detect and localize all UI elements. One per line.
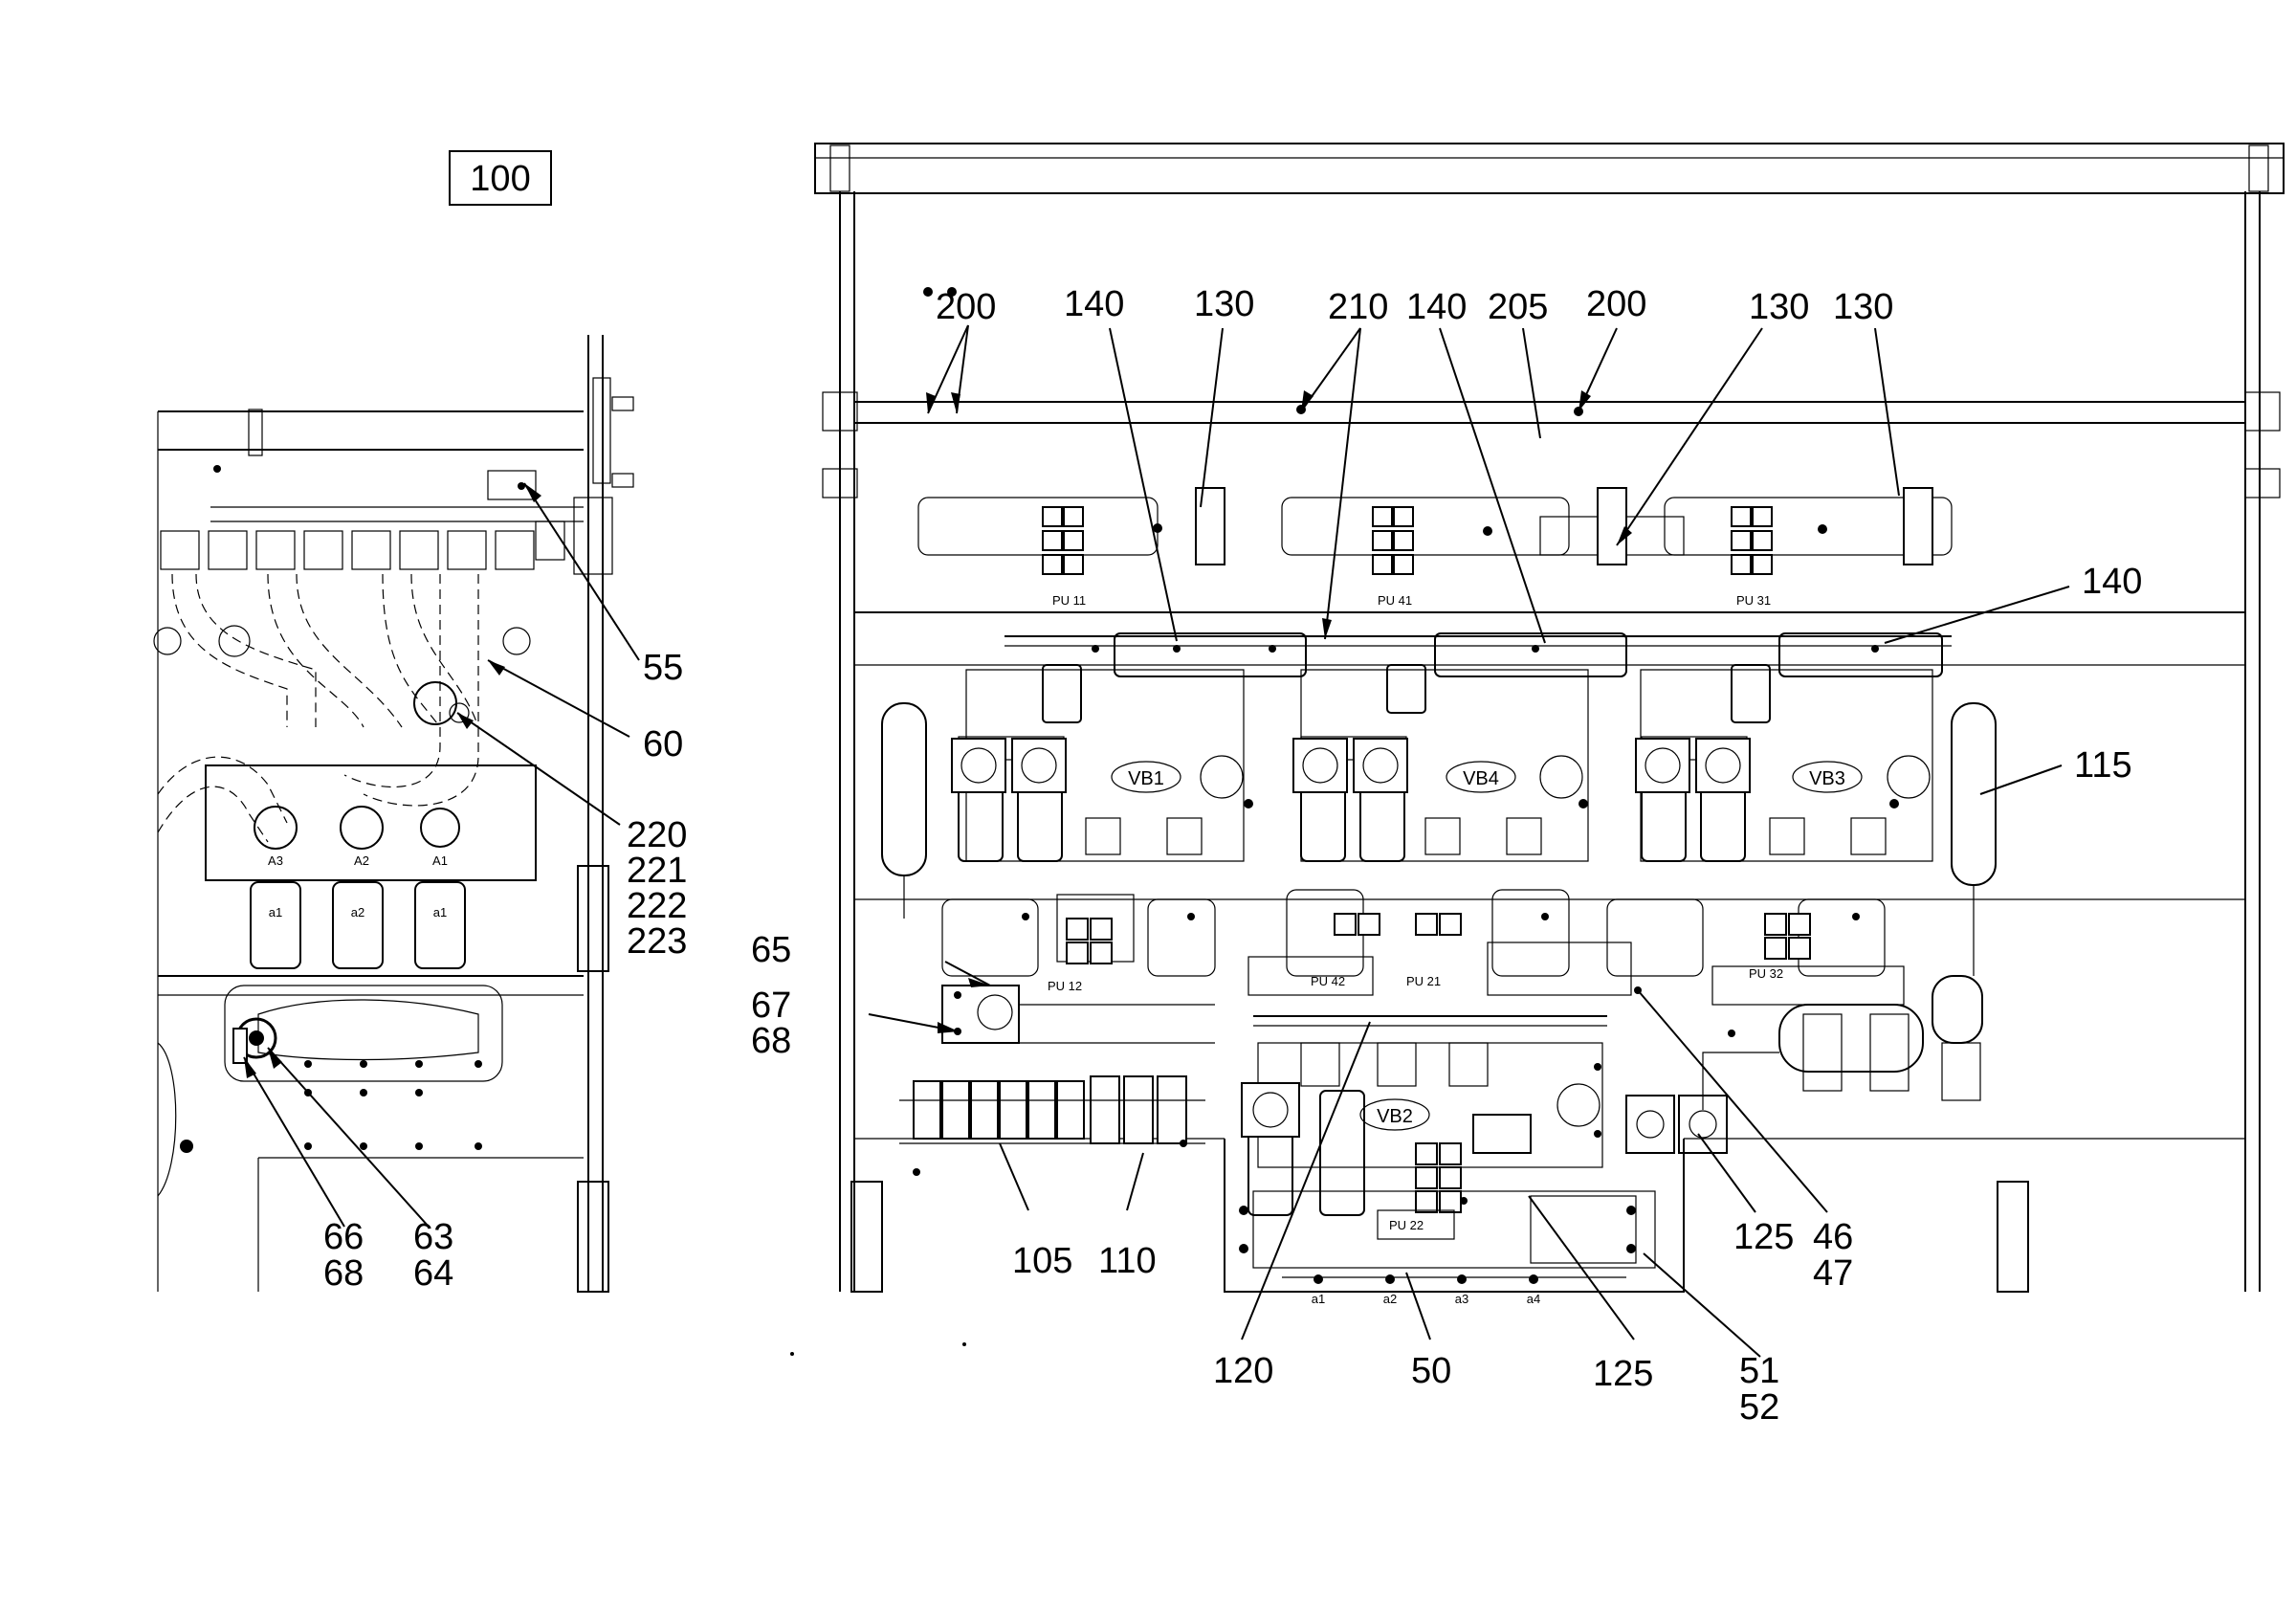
unit-plate-pu22: PU 22: [1389, 1218, 1424, 1232]
leader-arrowheads: [244, 390, 1632, 1078]
vb1-label: VB1: [1128, 768, 1164, 789]
callout-64: 64: [413, 1253, 453, 1294]
callout-110: 110: [1098, 1241, 1157, 1281]
callout-222: 222: [627, 886, 687, 926]
port-label-a2: A2: [354, 853, 369, 868]
vb2-module: VB2 PU 22: [1241, 1042, 1603, 1240]
unit-plate-pu32: PU 32: [1749, 966, 1783, 981]
callout-66: 66: [323, 1217, 364, 1257]
vb2-label: VB2: [1377, 1106, 1413, 1127]
port-label-a1: A1: [432, 853, 448, 868]
callout-63: 63: [413, 1217, 453, 1257]
callout-130-c: 130: [1833, 287, 1893, 327]
callout-68-a: 68: [751, 1021, 791, 1061]
port-label-a3: A3: [268, 853, 283, 868]
callout-67: 67: [751, 986, 791, 1026]
unit-plate-pu21: PU 21: [1406, 974, 1441, 988]
callout-115: 115: [2074, 745, 2132, 786]
callout-220: 220: [627, 815, 687, 855]
callout-51: 51: [1739, 1351, 1779, 1391]
callout-125-b: 125: [1593, 1354, 1653, 1394]
callout-105: 105: [1012, 1241, 1072, 1281]
vb4-label: VB4: [1463, 768, 1499, 789]
callout-200-b: 200: [1586, 284, 1646, 324]
callout-130-a: 130: [1194, 284, 1254, 324]
callout-46: 46: [1813, 1217, 1853, 1257]
unit-plate-pu11: PU 11: [1052, 593, 1086, 608]
main-front-view: PU 11 PU 41 PU 31: [814, 143, 2285, 1306]
callout-221: 221: [627, 851, 687, 891]
unit-plate-pu12: PU 12: [1048, 979, 1082, 993]
callout-140-c: 140: [2082, 562, 2142, 602]
leader-lines: [243, 324, 2070, 1358]
reference-box-label: 100: [470, 159, 530, 199]
port-a2: a2: [1383, 1292, 1397, 1306]
callout-numbers: 55 60 220 221 222 223 65 67 68 66 68 63 …: [323, 284, 2142, 1428]
filter-label-2: a2: [351, 905, 364, 919]
callout-47: 47: [1813, 1253, 1853, 1294]
unit-plate-pu42: PU 42: [1311, 974, 1345, 988]
valve-block-bays: VB1 VB4 VB3: [951, 664, 1933, 862]
callout-130-b: 130: [1749, 287, 1809, 327]
port-a4: a4: [1527, 1292, 1540, 1306]
callout-68-b: 68: [323, 1253, 364, 1294]
reference-box: 100: [449, 150, 552, 206]
callout-223: 223: [627, 921, 687, 962]
callout-60: 60: [643, 724, 683, 764]
filter-label-3: a1: [433, 905, 447, 919]
callout-52: 52: [1739, 1387, 1779, 1428]
callout-120: 120: [1213, 1351, 1273, 1391]
callout-205: 205: [1488, 287, 1548, 327]
callout-50: 50: [1411, 1351, 1451, 1391]
unit-plate-pu31: PU 31: [1736, 593, 1771, 608]
callout-140-b: 140: [1406, 287, 1467, 327]
callout-140-a: 140: [1064, 284, 1124, 324]
port-a3: a3: [1455, 1292, 1468, 1306]
bottom-manifold-ports: a1 a2 a3 a4: [1312, 1274, 1540, 1306]
vb3-label: VB3: [1809, 768, 1845, 789]
unit-plate-pu41: PU 41: [1378, 593, 1412, 608]
callout-65: 65: [751, 930, 791, 970]
callout-200-a: 200: [936, 287, 996, 327]
port-a1: a1: [1312, 1292, 1325, 1306]
callout-125-a: 125: [1733, 1217, 1794, 1257]
callout-55: 55: [643, 648, 683, 688]
left-side-view: A3 A2 A1 a1 a2 a1: [153, 335, 634, 1293]
callout-210: 210: [1328, 287, 1388, 327]
filter-label-1: a1: [269, 905, 282, 919]
